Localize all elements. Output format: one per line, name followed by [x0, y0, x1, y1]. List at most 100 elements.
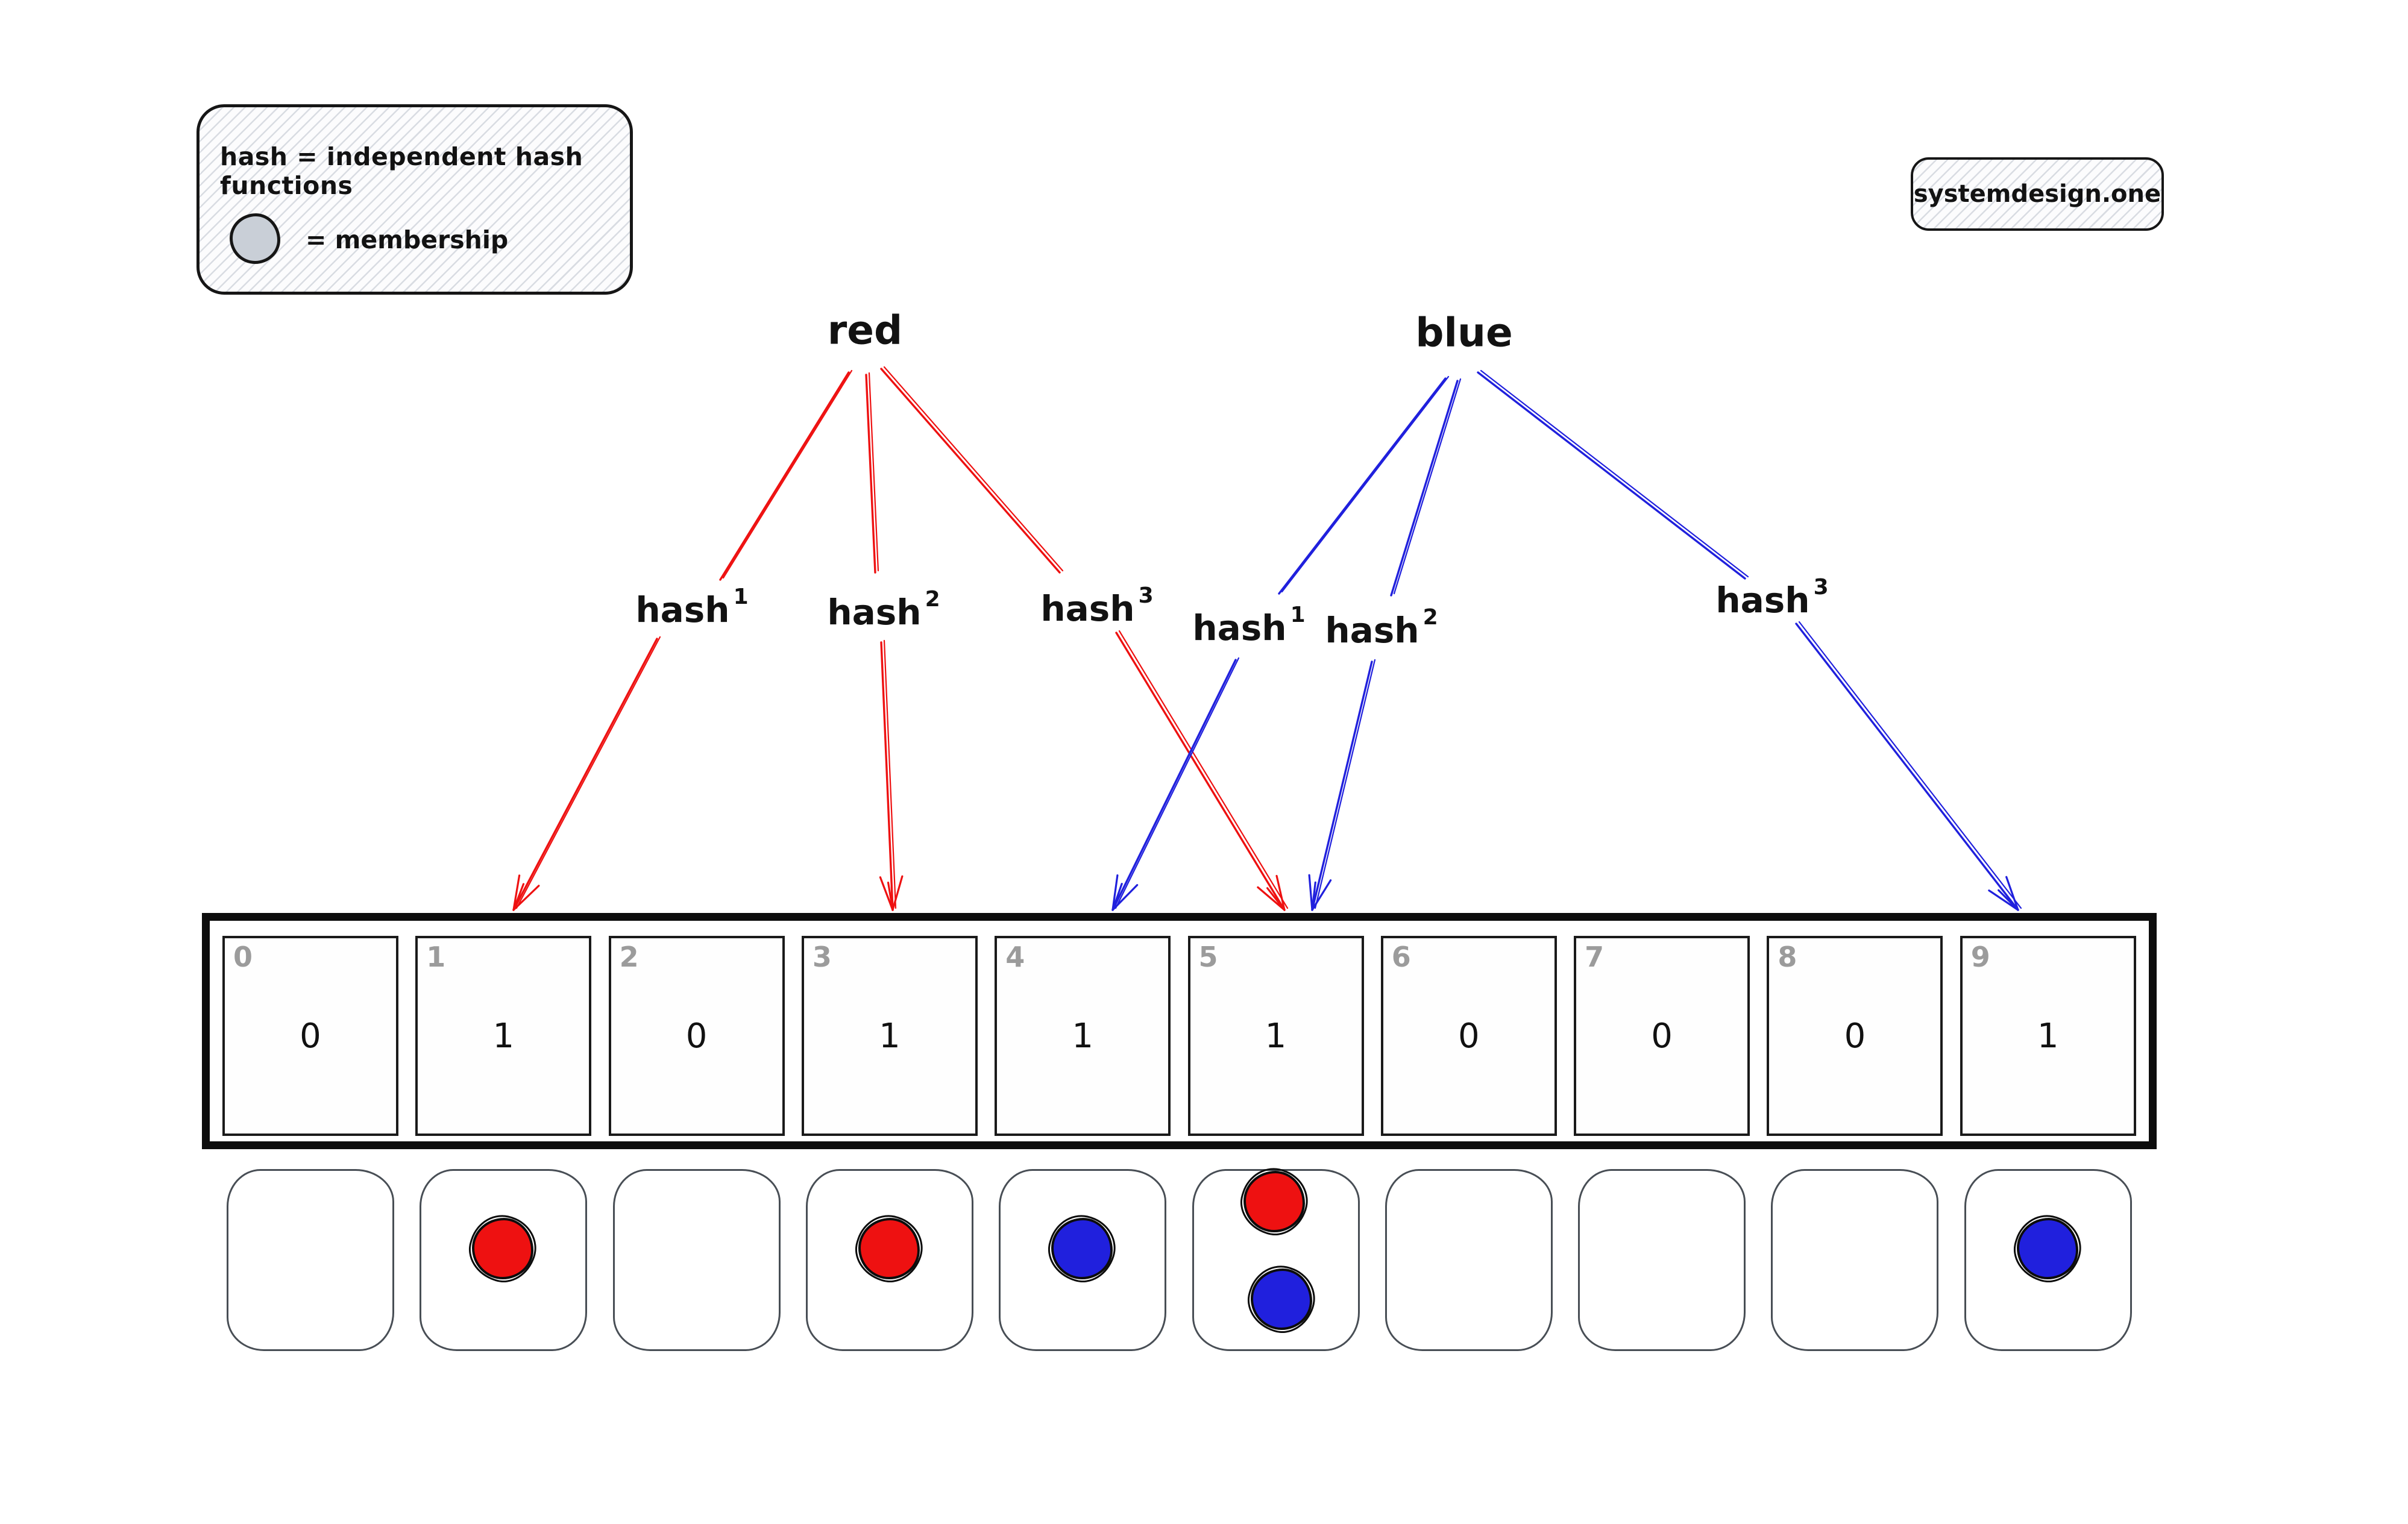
bucket-4	[999, 1169, 1167, 1351]
hash-arrow-line	[1278, 377, 1447, 595]
hash-arrow-line	[1118, 630, 1289, 909]
bit-value: 1	[1265, 1016, 1287, 1056]
hash-arrow-line	[1111, 884, 1139, 911]
bit-value: 1	[492, 1016, 515, 1056]
hash-arrow-line	[1114, 657, 1240, 909]
bucket-2	[612, 1169, 781, 1351]
bucket-9	[1964, 1169, 2132, 1351]
hash-arrow-line	[1308, 874, 1313, 911]
hash-arrow-line	[1988, 889, 2019, 911]
membership-dot-red	[1243, 1171, 1305, 1232]
hash-arrow-line	[1115, 632, 1286, 911]
bit-value: 1	[2037, 1016, 2059, 1056]
hash-arrow-line	[719, 371, 850, 581]
hash-arrow-line	[1393, 378, 1462, 595]
hash-arrow-line	[883, 366, 1064, 572]
bucket-1	[420, 1169, 588, 1351]
hash-arrow-line	[1311, 879, 1332, 911]
hash-arrow-line	[880, 641, 894, 911]
bit-value: 0	[1844, 1016, 1866, 1056]
hash-arrow-line	[1795, 622, 2019, 911]
hash-arrow-line	[1480, 369, 1749, 578]
hash-arrow-line	[1798, 621, 2022, 909]
hash-arrow-line	[1257, 886, 1286, 911]
membership-circle-icon	[230, 213, 280, 264]
bit-value: 1	[879, 1016, 901, 1056]
hash-arrow-line	[887, 882, 894, 911]
bit-index: 5	[1198, 941, 1218, 973]
bucket-0	[227, 1169, 394, 1351]
legend-hash-definition: hash = independent hash functions	[220, 142, 583, 200]
hash-arrow-line	[2005, 876, 2019, 911]
hash-arrow-line	[1111, 882, 1123, 911]
hash-arrow-line	[865, 374, 876, 574]
hash-arrow-line	[512, 874, 521, 911]
membership-dot-red	[858, 1218, 920, 1279]
bit-value: 0	[1457, 1016, 1480, 1056]
hash-superscript: 3	[1813, 575, 1829, 600]
hash-arrow-line	[1311, 660, 1373, 911]
legend-box: hash = independent hash functions = memb…	[196, 104, 633, 295]
bucket-5	[1192, 1169, 1360, 1351]
item-label-blue: blue	[1415, 309, 1513, 356]
hash-arrow-line	[879, 876, 894, 911]
hash-arrow-line	[1477, 371, 1746, 580]
bit-index: 4	[1005, 941, 1025, 973]
hash-superscript: 1	[1290, 603, 1306, 627]
bucket-6	[1385, 1169, 1553, 1351]
hash-arrow-line	[883, 639, 897, 909]
hash-superscript: 2	[925, 587, 940, 612]
hash-arrow-line	[1281, 375, 1450, 593]
bit-index: 3	[812, 941, 832, 973]
hash-arrow-line	[512, 883, 525, 911]
hash-arrow-line	[880, 368, 1061, 574]
hash-superscript: 1	[733, 585, 749, 609]
bit-index: 8	[1778, 941, 1797, 973]
bucket-8	[1771, 1169, 1939, 1351]
bit-value: 0	[1651, 1016, 1673, 1056]
bit-index: 2	[619, 941, 639, 973]
hash-arrow-line	[1266, 887, 1286, 911]
hash-arrow-line	[512, 885, 540, 911]
bit-index: 0	[233, 941, 253, 973]
bit-index: 6	[1391, 941, 1411, 973]
hash-arrow-line	[1111, 874, 1119, 911]
bit-value: 0	[685, 1016, 708, 1056]
hash-arrow-line	[1314, 659, 1376, 909]
bit-index: 9	[1970, 941, 1990, 973]
brand-badge: systemdesign.one	[1911, 157, 2164, 231]
hash-arrow-line	[891, 875, 904, 911]
bit-value: 0	[300, 1016, 321, 1056]
bit-index: 1	[426, 941, 446, 973]
bit-index: 7	[1585, 941, 1605, 973]
item-label-red: red	[827, 307, 903, 354]
membership-dot-blue	[2016, 1218, 2078, 1279]
bucket-3	[805, 1169, 973, 1351]
hash-superscript: 3	[1138, 583, 1154, 608]
hash-arrow-line	[515, 636, 661, 909]
bucket-7	[1578, 1169, 1746, 1351]
bit-value: 1	[1072, 1016, 1093, 1056]
hash-arrow-line	[1311, 881, 1316, 911]
hash-arrow-line	[722, 369, 853, 579]
membership-dot-red	[472, 1218, 534, 1279]
hash-arrow-line	[1998, 889, 2019, 911]
membership-dot-blue	[1250, 1268, 1312, 1330]
brand-name: systemdesign.one	[1913, 180, 2161, 208]
